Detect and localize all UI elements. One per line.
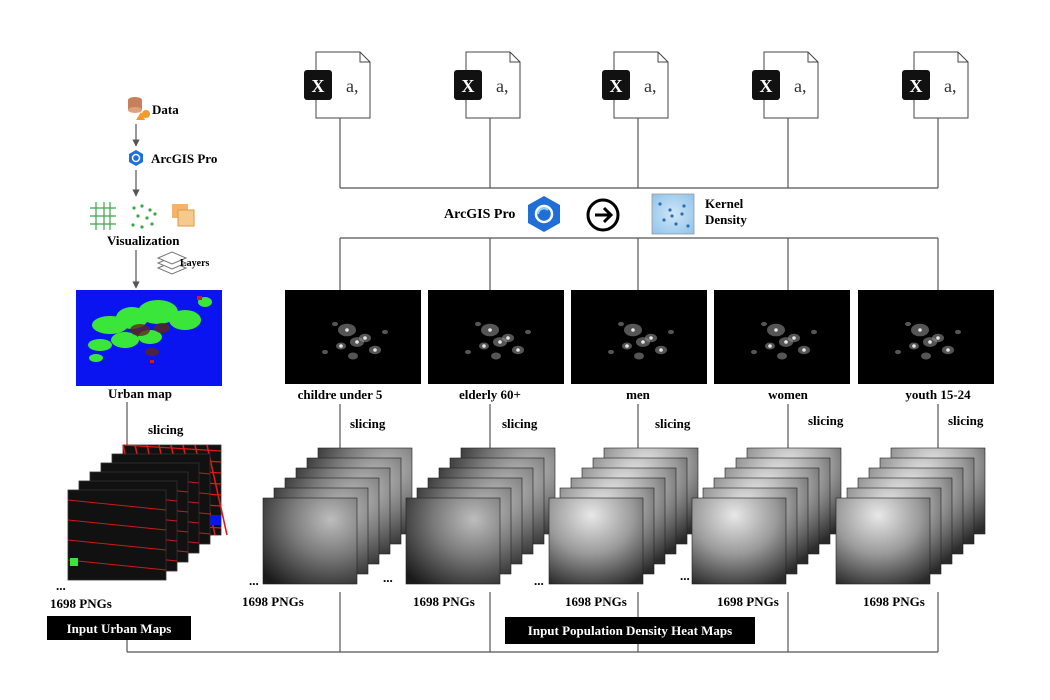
arcgis-pro-label: ArcGIS Pro bbox=[151, 151, 217, 166]
ellipsis: ... bbox=[249, 573, 259, 588]
arcgis-pro-icon bbox=[129, 150, 143, 166]
heatmap-slices-stack bbox=[262, 447, 413, 585]
kernel-label: Kernel bbox=[705, 196, 744, 211]
left-flow: Data ArcGIS Pro Visualization bbox=[47, 97, 228, 652]
density-heatmap-image bbox=[571, 290, 707, 384]
polygon-layers-icon bbox=[172, 204, 195, 227]
population-group: childre under 5 slicing... 1698 PNGs bbox=[242, 290, 421, 609]
heatmap-slice bbox=[262, 497, 358, 585]
group-label: childre under 5 bbox=[298, 387, 383, 402]
heatmap-slices-stack bbox=[548, 447, 699, 585]
layers-icon bbox=[156, 251, 188, 275]
grid-lines-icon bbox=[90, 202, 116, 230]
population-group: elderly 60+ slicing... 1698 PNGs bbox=[383, 290, 564, 609]
heatmap-slice bbox=[548, 497, 644, 585]
population-group: youth 15-24 slicing 1698 PNGs bbox=[835, 290, 994, 609]
density-heatmap-image bbox=[285, 290, 421, 384]
file-suffix: a, bbox=[944, 76, 957, 96]
heatmap-slice bbox=[835, 497, 931, 585]
slicing-label: slicing bbox=[350, 416, 386, 431]
visualization-label: Visualization bbox=[107, 233, 180, 248]
heatmap-slices-stack bbox=[835, 447, 986, 585]
density-heatmap-image bbox=[714, 290, 850, 384]
heatmap-slices-stack bbox=[691, 447, 842, 585]
input-heat-maps-label: Input Population Density Heat Maps bbox=[528, 623, 732, 638]
density-heatmap-image bbox=[428, 290, 564, 384]
arrow-right-circle-icon bbox=[586, 198, 620, 232]
png-count-label: 1698 PNGs bbox=[242, 594, 304, 609]
file-suffix: a, bbox=[346, 76, 359, 96]
png-count-label: 1698 PNGs bbox=[717, 594, 779, 609]
group-label: women bbox=[768, 387, 808, 402]
top-connectors bbox=[339, 118, 939, 189]
urban-slices-stack bbox=[67, 444, 228, 581]
heatmap-slices-stack bbox=[405, 447, 556, 585]
file-glyph: X bbox=[462, 76, 475, 96]
layers-label: Layers bbox=[180, 258, 210, 269]
input-urban-maps-banner bbox=[47, 616, 191, 640]
group-label: elderly 60+ bbox=[459, 387, 521, 402]
input-heat-maps-banner bbox=[505, 617, 755, 644]
slicing-label: slicing bbox=[502, 416, 538, 431]
group-label: youth 15-24 bbox=[905, 387, 971, 402]
slicing-label: slicing bbox=[948, 413, 984, 428]
png-count-label: 1698 PNGs bbox=[863, 594, 925, 609]
urban-slice bbox=[67, 489, 167, 581]
population-group: men slicing... 1698 PNGs bbox=[534, 290, 707, 609]
slicing-label: slicing bbox=[655, 416, 691, 431]
density-heatmap-image bbox=[858, 290, 994, 384]
file-glyph: X bbox=[910, 76, 923, 96]
slicing-label: slicing bbox=[148, 422, 184, 437]
png-count-label: 1698 PNGs bbox=[413, 594, 475, 609]
slicing-label: slicing bbox=[808, 413, 844, 428]
png-count-label: 1698 PNGs bbox=[50, 596, 112, 611]
file-suffix: a, bbox=[794, 76, 807, 96]
urban-map-image bbox=[76, 290, 222, 386]
heatmap-slice bbox=[405, 497, 501, 585]
middle-connectors bbox=[339, 237, 939, 290]
urban-map-label: Urban map bbox=[108, 386, 172, 401]
group-label: men bbox=[626, 387, 651, 402]
input-urban-maps-label: Input Urban Maps bbox=[67, 621, 172, 636]
arcgis-pro-icon bbox=[528, 196, 560, 232]
kernel-density-icon bbox=[651, 193, 695, 235]
ellipsis: ... bbox=[383, 570, 393, 585]
ellipsis: ... bbox=[534, 573, 544, 588]
data-label: Data bbox=[152, 102, 179, 117]
png-count-label: 1698 PNGs bbox=[565, 594, 627, 609]
database-icon bbox=[128, 97, 150, 120]
file-suffix: a, bbox=[644, 76, 657, 96]
processing-row: ArcGIS Pro Kernel Density bbox=[444, 193, 747, 235]
ellipsis: ... bbox=[56, 578, 66, 593]
arcgis-pro-process-label: ArcGIS Pro bbox=[444, 207, 515, 222]
ellipsis: ... bbox=[680, 568, 690, 583]
file-glyph: X bbox=[312, 76, 325, 96]
file-suffix: a, bbox=[496, 76, 509, 96]
file-glyph: X bbox=[610, 76, 623, 96]
file-glyph: X bbox=[760, 76, 773, 96]
heatmap-slice bbox=[691, 497, 787, 585]
scatter-points-icon bbox=[131, 204, 157, 229]
density-label: Density bbox=[705, 212, 747, 227]
